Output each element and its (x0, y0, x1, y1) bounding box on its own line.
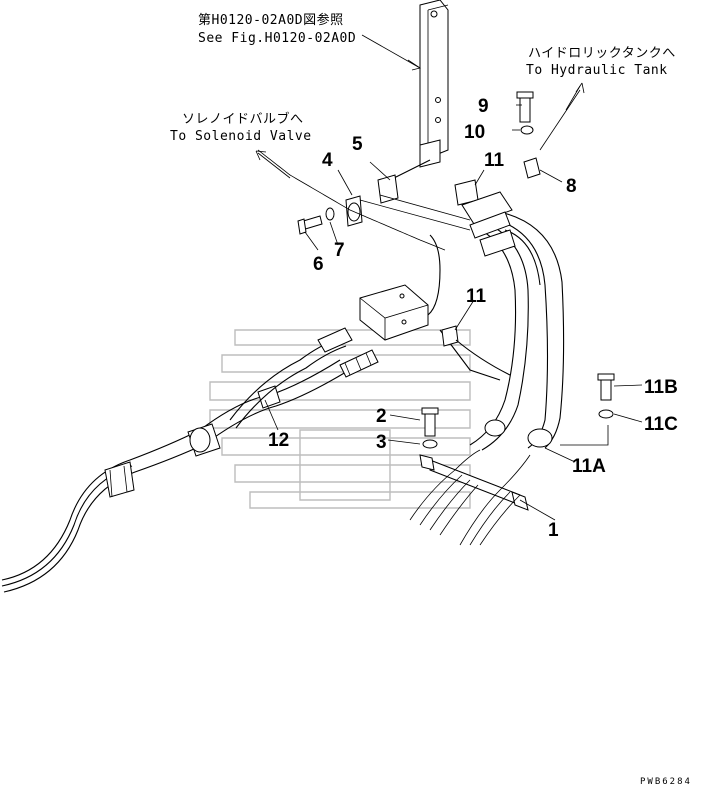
leader-lines (255, 34, 643, 521)
callout-2: 2 (376, 406, 387, 427)
solenoid-ref-jp: ソレノイドバルブへ (182, 111, 304, 127)
callout-9: 9 (478, 96, 489, 117)
callout-11-upper: 11 (484, 150, 505, 171)
callout-11B: 11B (644, 377, 678, 398)
callout-1: 1 (548, 520, 559, 541)
routing-lines (257, 89, 581, 251)
tank-ref-jp: ハイドロリックタンクへ (528, 46, 676, 61)
tank-ref-en: To Hydraulic Tank (526, 63, 668, 78)
mounting-bracket (389, 0, 449, 181)
callout-12: 12 (268, 430, 289, 451)
callout-6: 6 (313, 254, 324, 275)
callout-11A: 11A (572, 456, 606, 477)
callout-7: 7 (334, 240, 345, 261)
clamps-upper (345, 157, 541, 227)
drawing-code: PWB6284 (640, 777, 692, 787)
callout-3: 3 (376, 432, 387, 453)
bolts-and-washers (297, 91, 615, 449)
hydraulic-hoses (439, 191, 565, 451)
bracket-ref-jp: 第H0120-02A0D図参照 (198, 12, 344, 28)
callout-5: 5 (352, 134, 363, 155)
callout-11-lower: 11 (466, 286, 487, 307)
lower-bracket (409, 449, 531, 546)
callout-8: 8 (566, 176, 577, 197)
left-hose-assembly (1, 327, 379, 593)
solenoid-block (359, 234, 441, 341)
callout-10: 10 (464, 122, 485, 143)
callout-11C: 11C (644, 414, 678, 435)
callout-4: 4 (322, 150, 333, 171)
bracket-ref-en: See Fig.H0120-02A0D (198, 31, 356, 46)
solenoid-ref-en: To Solenoid Valve (170, 129, 312, 144)
